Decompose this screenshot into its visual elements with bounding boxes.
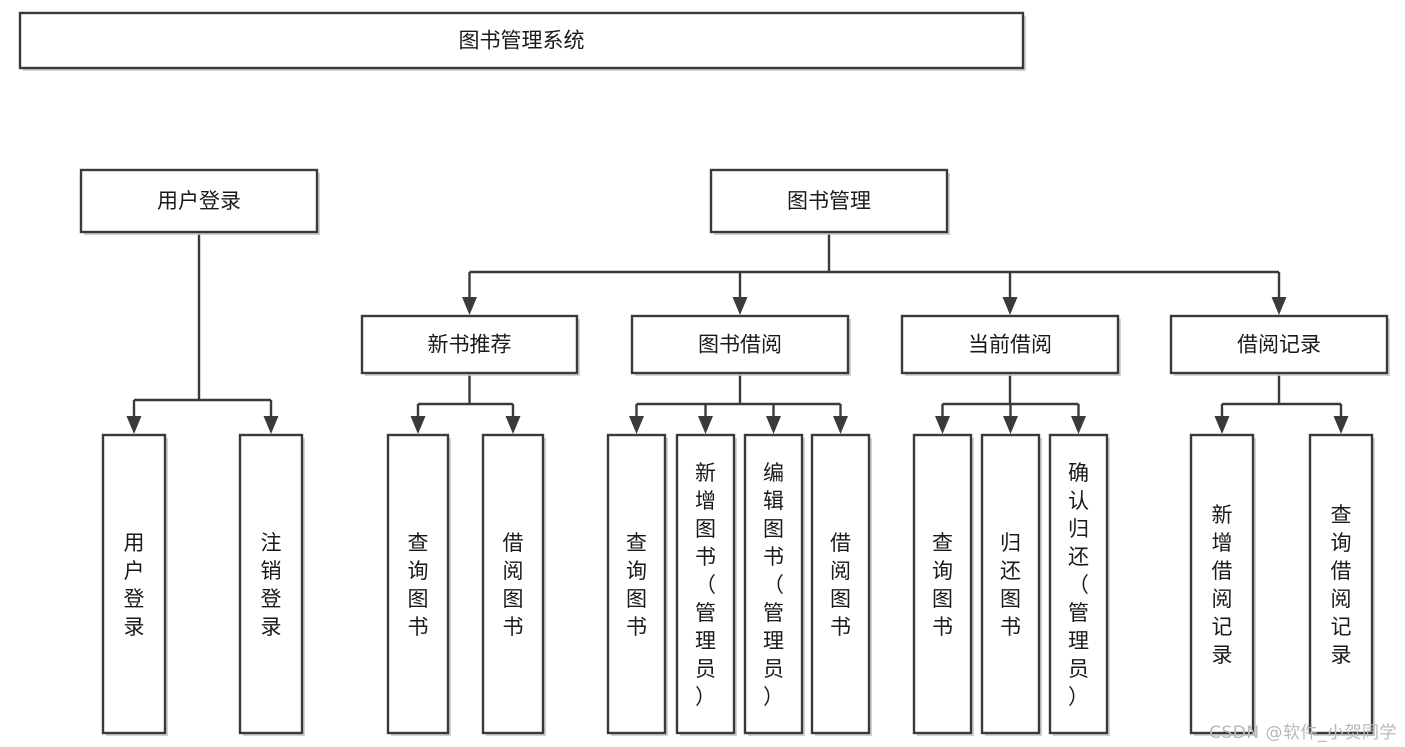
node-leaf-cb-query[interactable]: 查询图书 [912,433,974,736]
node-book-manage[interactable]: 图书管理 [709,168,950,235]
connector-group-new-book-rec [410,373,521,434]
node-box-leaf-bb-edit[interactable] [743,433,804,735]
node-label-leaf-br-query: 查询借阅记录 [1331,503,1352,667]
node-box-leaf-bb-borrow[interactable] [810,433,871,735]
node-leaf-cb-return[interactable]: 归还图书 [980,433,1042,736]
node-layer: 图书管理系统用户登录图书管理新书推荐图书借阅当前借阅借阅记录用户登录注销登录查询… [18,11,1390,736]
node-label-leaf-cb-query: 查询图书 [932,531,953,639]
node-leaf-user-login[interactable]: 用户登录 [101,433,168,736]
connector-group-book-manage [462,232,1287,315]
connector-group-borrow-record [1214,373,1349,434]
connector-group-current-borrow [935,373,1086,434]
node-box-leaf-br-add[interactable] [1189,433,1255,735]
node-box-leaf-user-logout[interactable] [238,433,304,735]
node-leaf-bb-edit[interactable]: 编辑图书（管理员） [743,433,805,736]
node-label-current-borrow: 当前借阅 [968,333,1052,357]
node-leaf-nb-query[interactable]: 查询图书 [386,433,451,736]
node-box-leaf-bb-query[interactable] [606,433,667,735]
node-box-book-manage[interactable] [709,168,949,234]
node-box-leaf-nb-query[interactable] [386,433,450,735]
node-label-leaf-user-logout: 注销登录 [261,531,282,639]
node-box-leaf-user-login[interactable] [101,433,167,735]
node-leaf-user-logout[interactable]: 注销登录 [238,433,305,736]
node-box-leaf-nb-borrow[interactable] [481,433,545,735]
node-label-borrow-record: 借阅记录 [1237,333,1321,357]
node-leaf-bb-query[interactable]: 查询图书 [606,433,668,736]
node-label-leaf-cb-confirm: 确认归还（管理员） [1068,461,1089,709]
node-box-book-borrow[interactable] [630,314,850,375]
node-box-user-login[interactable] [79,168,319,234]
watermark-label: CSDN @软件_小贺同学 [1209,723,1397,743]
node-leaf-br-add[interactable]: 新增借阅记录 [1189,433,1256,736]
node-box-leaf-cb-query[interactable] [912,433,973,735]
node-label-new-book-rec: 新书推荐 [428,333,512,357]
node-label-user-login: 用户登录 [157,189,241,213]
node-current-borrow[interactable]: 当前借阅 [900,314,1121,376]
node-leaf-br-query[interactable]: 查询借阅记录 [1308,433,1375,736]
connector-layer [126,232,1349,434]
node-leaf-bb-borrow[interactable]: 借阅图书 [810,433,872,736]
node-label-leaf-bb-edit: 编辑图书（管理员） [763,461,784,709]
node-leaf-bb-add[interactable]: 新增图书（管理员） [675,433,737,736]
node-label-leaf-nb-query: 查询图书 [408,531,429,639]
node-label-leaf-bb-query: 查询图书 [626,531,647,639]
node-label-book-manage: 图书管理 [787,189,871,213]
node-label-root: 图书管理系统 [459,29,585,53]
node-box-current-borrow[interactable] [900,314,1120,375]
node-label-leaf-user-login: 用户登录 [124,531,145,639]
node-box-root[interactable] [18,11,1025,70]
node-leaf-nb-borrow[interactable]: 借阅图书 [481,433,546,736]
node-label-leaf-nb-borrow: 借阅图书 [503,531,524,639]
node-box-leaf-cb-return[interactable] [980,433,1041,735]
node-label-book-borrow: 图书借阅 [698,333,782,357]
node-label-leaf-bb-add: 新增图书（管理员） [695,461,716,709]
node-label-leaf-bb-borrow: 借阅图书 [830,531,851,639]
node-root[interactable]: 图书管理系统 [18,11,1026,71]
node-label-leaf-cb-return: 归还图书 [1000,531,1021,639]
connector-group-book-borrow [629,373,848,434]
node-user-login[interactable]: 用户登录 [79,168,320,235]
node-borrow-record[interactable]: 借阅记录 [1169,314,1390,376]
node-box-leaf-cb-confirm[interactable] [1048,433,1109,735]
node-box-borrow-record[interactable] [1169,314,1389,375]
connector-group-user-login [126,232,279,434]
node-box-leaf-br-query[interactable] [1308,433,1374,735]
node-box-leaf-bb-add[interactable] [675,433,736,735]
node-box-new-book-rec[interactable] [360,314,579,375]
node-label-leaf-br-add: 新增借阅记录 [1212,503,1233,667]
node-new-book-rec[interactable]: 新书推荐 [360,314,580,376]
node-book-borrow[interactable]: 图书借阅 [630,314,851,376]
node-leaf-cb-confirm[interactable]: 确认归还（管理员） [1048,433,1110,736]
